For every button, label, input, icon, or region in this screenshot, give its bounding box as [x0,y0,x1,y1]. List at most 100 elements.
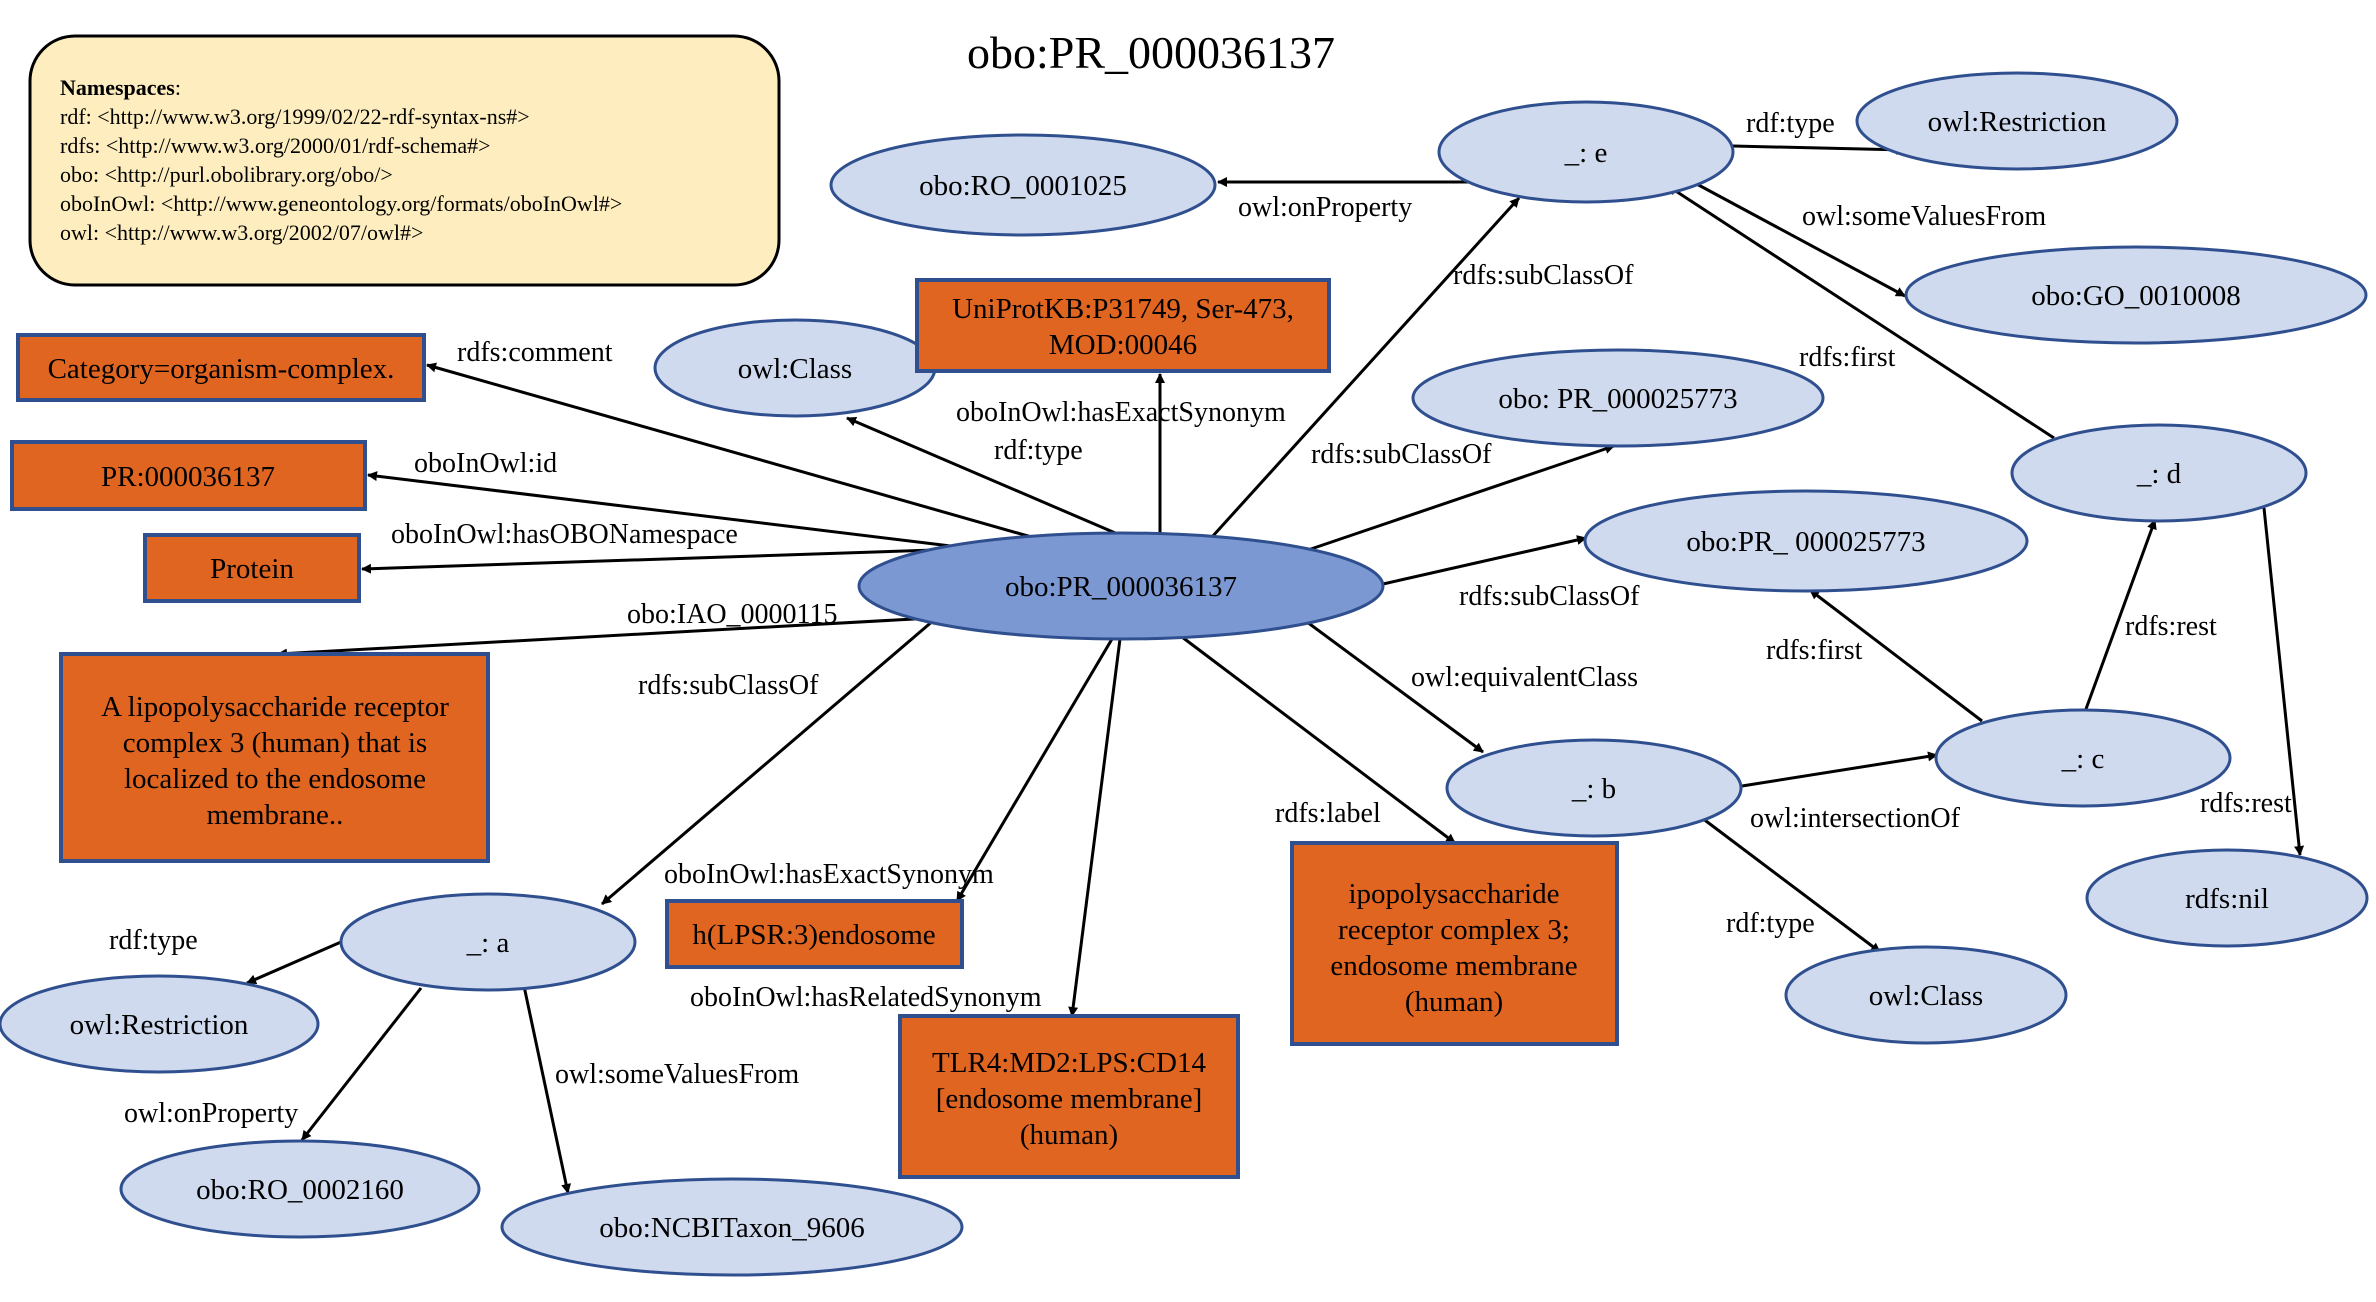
literal-text-line: (human) [1405,986,1503,1018]
node-label: owl:Restriction [1928,106,2107,138]
namespace-entry: obo: <http://purl.obolibrary.org/obo/> [60,162,393,187]
edge-a-owl-onproperty [300,987,423,1141]
edge-label: rdfs:subClassOf [1453,260,1634,291]
node-ncbitaxon-9606[interactable]: obo:NCBITaxon_9606 [500,1177,964,1277]
namespace-entry: owl: <http://www.w3.org/2002/07/owl#> [60,220,423,245]
edge-c-rdfs-first [1809,588,1983,723]
edge-label: owl:onProperty [1238,192,1412,223]
edge-label: rdfs:subClassOf [638,670,819,701]
literal-text-line: localized to the endosome [124,763,426,795]
edge-label: owl:intersectionOf [1750,803,1961,834]
edge-label: owl:onProperty [124,1098,298,1129]
edge-e-owl-somevaluesfrom [1692,180,1906,298]
edge-label: obo:IAO_0000115 [627,599,838,630]
literal-category[interactable]: Category=organism-complex. [16,333,426,402]
node-label: Protein [210,553,294,585]
node-label: owl:Restriction [70,1009,249,1041]
node-label: _: e [1564,137,1608,169]
node-owl-class-top[interactable]: owl:Class [653,318,937,418]
edge-label: owl:someValuesFrom [1802,201,2046,232]
edge-label: owl:equivalentClass [1411,662,1638,693]
node-e[interactable]: _: e [1437,100,1735,204]
node-label: h(LPSR:3)endosome [692,919,935,951]
literal-text-line: (human) [1020,1119,1118,1151]
edge-oboinowl-hasrelatedsynonym [1068,638,1122,1017]
edge-rdfs-label [1181,635,1456,845]
edge-label: oboInOwl:hasRelatedSynonym [690,982,1042,1013]
edge-oboinowl-hasobonamespace [361,548,936,574]
node-label: obo: PR_000025773 [1498,383,1737,415]
edge-rdfs-subclassof-a [601,618,935,906]
edge-oboinowl-id [367,471,1001,554]
edge-obo-iao-0000115 [277,616,933,659]
edge-a-owl-somevaluesfrom [522,985,572,1194]
literal-text-line: receptor complex 3; [1338,914,1570,946]
literal-definition[interactable]: A lipopolysaccharide receptor complex 3 … [59,652,490,863]
node-label: obo:PR_000036137 [1005,571,1237,603]
node-label: obo:NCBITaxon_9606 [599,1212,864,1244]
node-c[interactable]: _: c [1934,708,2232,808]
node-label: _: c [2061,743,2105,775]
edge-label: rdf:type [1746,108,1835,139]
namespaces-heading: Namespaces: [60,75,181,100]
edge-label: rdfs:subClassOf [1459,581,1640,612]
edges [246,144,2305,1194]
edge-label: oboInOwl:id [414,448,557,479]
node-b[interactable]: _: b [1445,738,1743,838]
literal-text-line: A lipopolysaccharide receptor [101,691,449,723]
node-label: rdfs:nil [2185,883,2269,915]
node-rdfs-nil[interactable]: rdfs:nil [2085,848,2369,948]
literal-text-line: ipopolysaccharide [1349,878,1560,910]
edge-label: rdfs:subClassOf [1311,439,1492,470]
literal-pr-id[interactable]: PR:000036137 [10,440,367,511]
node-owl-class-bottom[interactable]: owl:Class [1784,945,2068,1045]
namespaces-box [28,34,781,287]
edge-rdfs-subclassof-e [1210,196,1521,539]
literal-related-synonym[interactable]: TLR4:MD2:LPS:CD14 [endosome membrane] (h… [898,1014,1240,1179]
edge-rdfs-comment [426,362,1036,540]
edge-owl-equivalentclass [1306,620,1484,754]
literal-text-line: endosome membrane [1330,950,1577,982]
node-pr-000025773-b[interactable]: obo:PR_ 000025773 [1583,489,2029,593]
edge-label: rdfs:rest [2125,611,2217,642]
literal-uniprot[interactable]: UniProtKB:P31749, Ser-473, MOD:00046 [915,278,1331,373]
node-label: obo:PR_ 000025773 [1686,526,1925,558]
edge-d-rdfs-rest [2262,507,2305,856]
node-main-pr-000036137[interactable]: obo:PR_000036137 [857,531,1385,641]
literal-exact-synonym[interactable]: h(LPSR:3)endosome [665,899,964,969]
edge-d-rdfs-first [1667,184,2055,440]
node-label: _: b [1571,773,1616,805]
edge-a-rdf-type [246,940,342,985]
edge-b-owl-intersectionof [1741,751,1938,788]
node-label: owl:Class [1869,980,1983,1012]
node-a[interactable]: _: a [339,892,637,992]
literal-protein[interactable]: Protein [143,533,361,603]
node-go-0010008[interactable]: obo:GO_0010008 [1904,245,2368,345]
namespace-entry: rdfs: <http://www.w3.org/2000/01/rdf-sch… [60,133,491,158]
literal-text-line: MOD:00046 [1049,329,1197,361]
node-restriction-bottom[interactable]: owl:Restriction [0,974,320,1074]
literal-rdfs-label[interactable]: ipopolysaccharide receptor complex 3; en… [1290,841,1619,1046]
node-pr-000025773-a[interactable]: obo: PR_000025773 [1411,348,1825,448]
node-label: owl:Class [738,353,852,385]
literal-text-line: membrane.. [207,799,344,831]
node-ro-0002160[interactable]: obo:RO_0002160 [119,1139,481,1239]
node-restriction-top[interactable]: owl:Restriction [1855,71,2179,171]
edge-rdf-type-class [846,416,1121,537]
literal-text-line: [endosome membrane] [936,1083,1203,1115]
node-ro-0001025[interactable]: obo:RO_0001025 [829,133,1217,237]
node-d[interactable]: _: d [2010,423,2308,523]
edge-label: rdfs:label [1275,798,1381,829]
edge-label: owl:someValuesFrom [555,1059,799,1090]
edge-label: rdfs:first [1766,635,1863,666]
diagram-title: obo:PR_000036137 [967,27,1335,78]
edge-b-rdf-type [1701,816,1881,954]
edge-label: rdfs:comment [457,337,613,368]
namespaces-legend: Namespaces: rdf: <http://www.w3.org/1999… [28,34,781,287]
namespace-entry: oboInOwl: <http://www.geneontology.org/f… [60,191,622,216]
edge-label: rdf:type [1726,908,1815,939]
node-label: PR:000036137 [101,461,275,493]
literal-text-line: UniProtKB:P31749, Ser-473, [952,293,1294,325]
literal-text-line: complex 3 (human) that is [123,727,427,759]
